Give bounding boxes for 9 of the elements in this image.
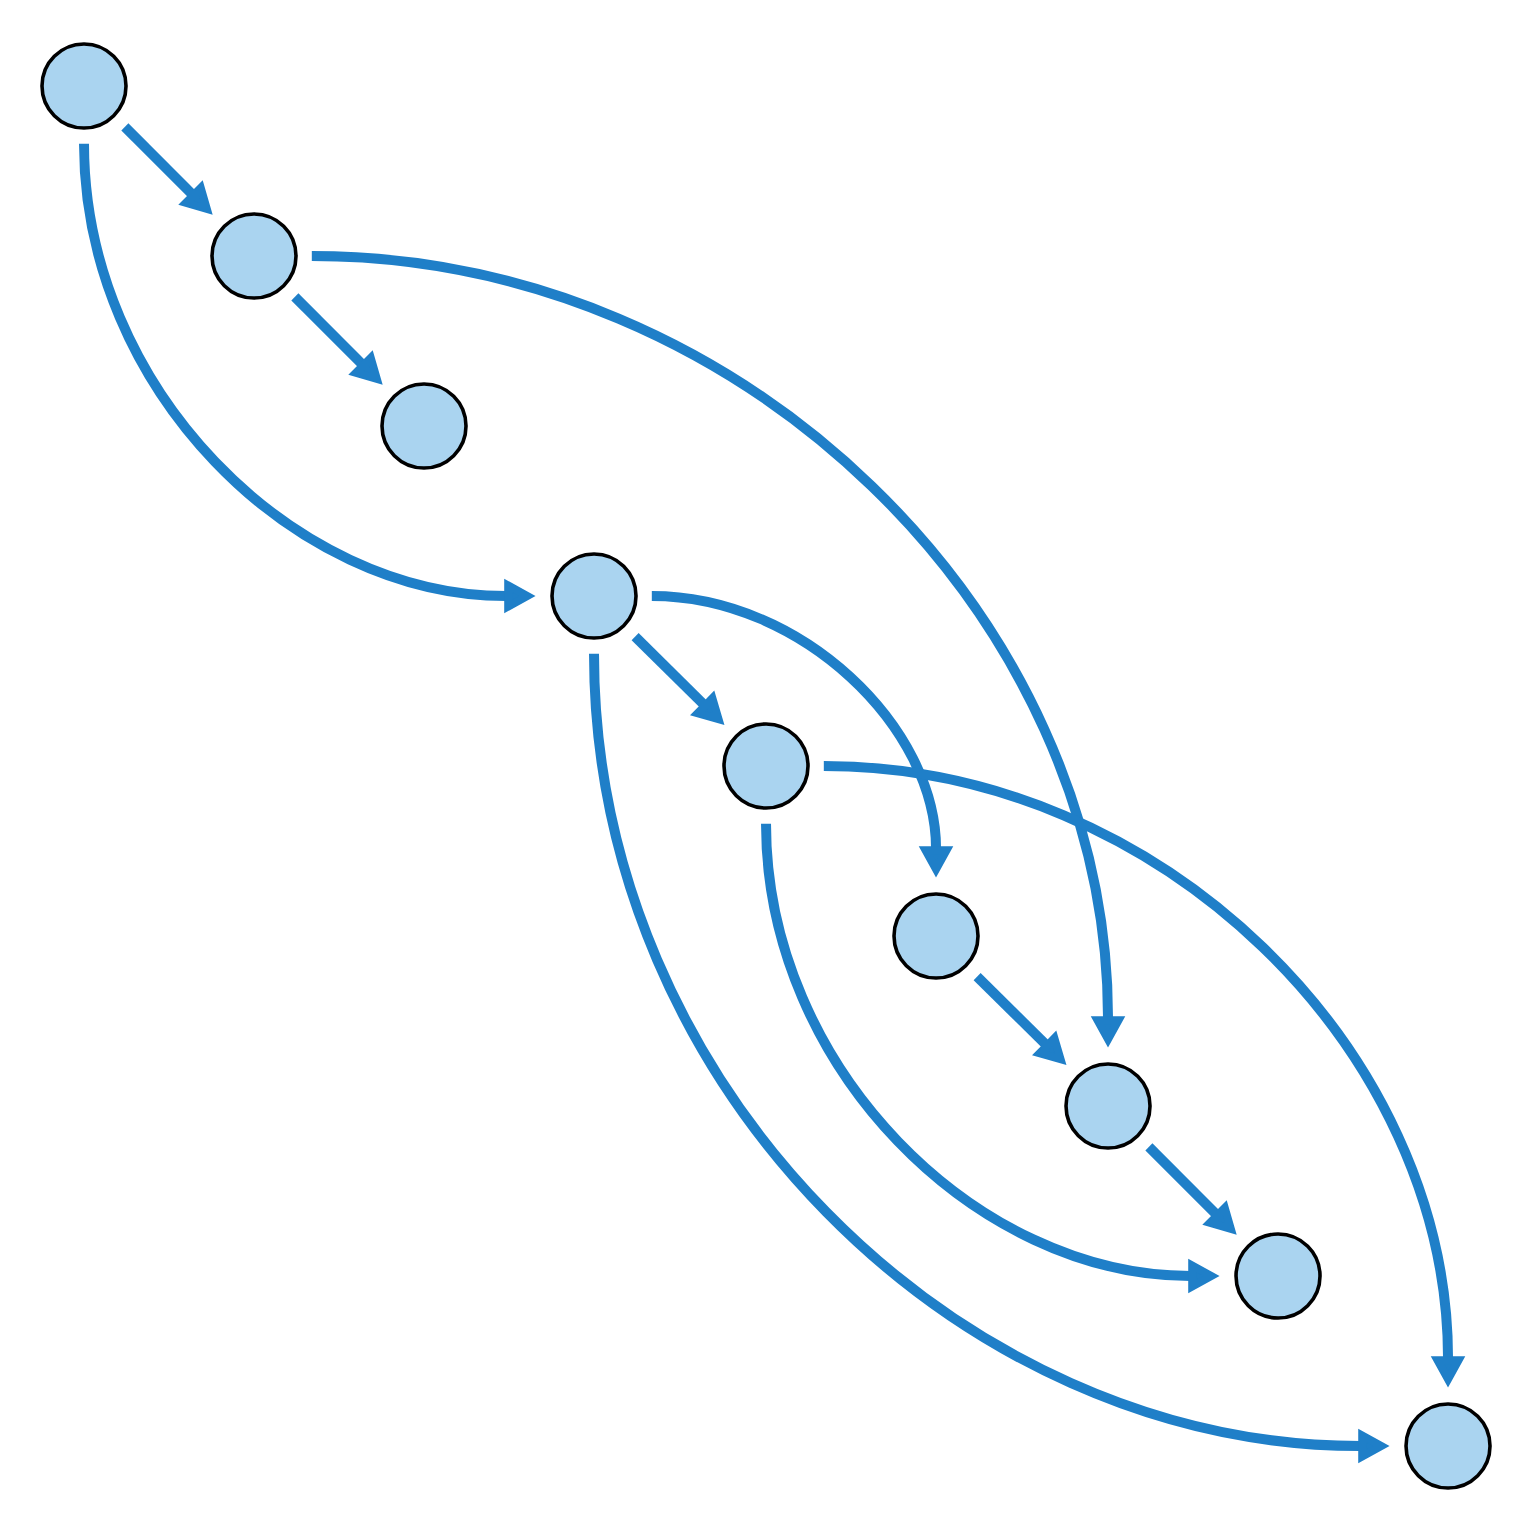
circle-node [1234,1232,1322,1320]
circle-node [40,42,128,130]
circle-node [550,552,638,640]
circle-node [380,382,468,470]
circle-node [722,722,810,810]
circle-node [1064,1062,1152,1150]
circle-node [1404,1402,1492,1490]
circle-node [210,212,298,300]
circle-node [892,892,980,980]
